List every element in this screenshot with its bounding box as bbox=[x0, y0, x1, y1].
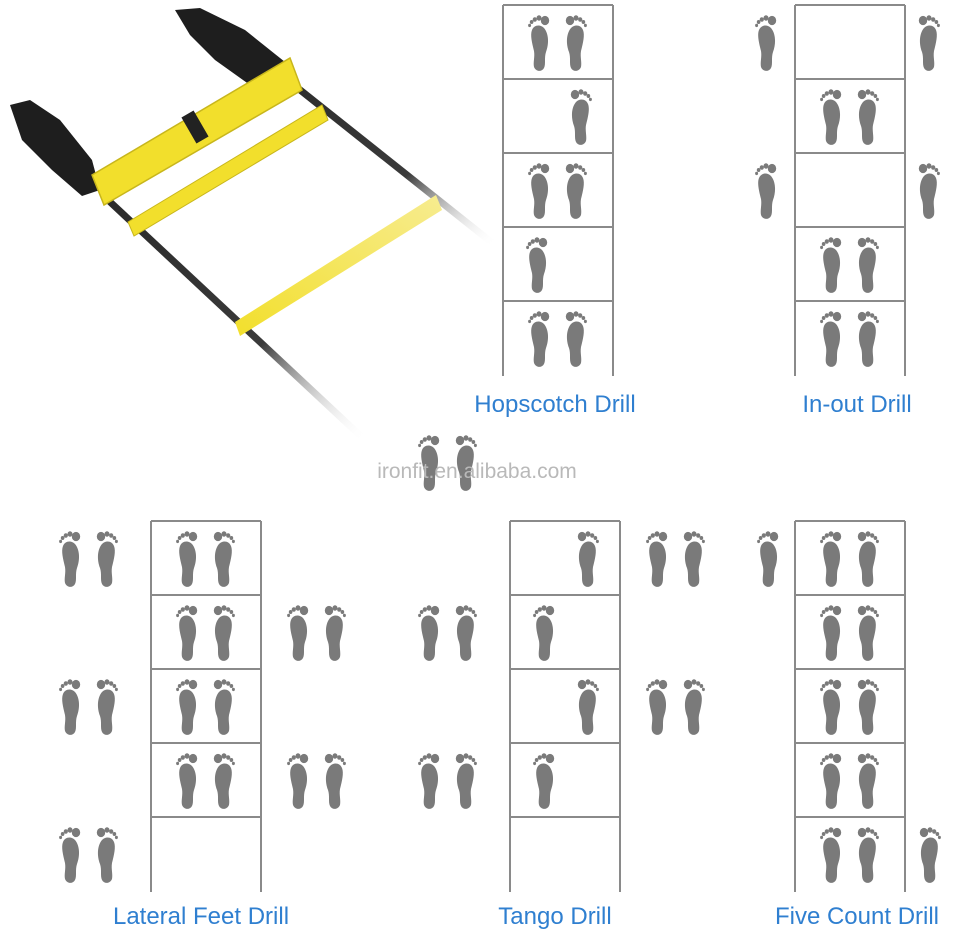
right-foot-icon bbox=[96, 827, 118, 883]
right-foot-icon bbox=[565, 311, 587, 367]
left-foot-icon bbox=[528, 311, 550, 367]
left-foot-icon bbox=[820, 531, 842, 587]
left-foot-icon bbox=[646, 679, 668, 735]
left-foot-icon bbox=[528, 163, 550, 219]
left-foot-icon bbox=[755, 15, 777, 71]
footsteps bbox=[755, 15, 940, 367]
left-foot-icon bbox=[526, 237, 548, 293]
right-foot-icon bbox=[918, 163, 940, 219]
left-foot-icon bbox=[820, 89, 842, 145]
right-foot-icon bbox=[577, 679, 599, 735]
left-foot-icon bbox=[59, 531, 81, 587]
footsteps bbox=[757, 531, 941, 883]
drill-in-out: In-out Drill bbox=[755, 4, 940, 418]
right-foot-icon bbox=[857, 311, 879, 367]
agility-ladder-photo bbox=[10, 8, 498, 443]
right-foot-icon bbox=[96, 531, 118, 587]
ladder-handle-left bbox=[10, 100, 100, 196]
left-foot-icon bbox=[533, 605, 555, 661]
left-foot-icon bbox=[59, 827, 81, 883]
right-foot-icon bbox=[857, 605, 879, 661]
right-foot-icon bbox=[857, 531, 879, 587]
left-foot-icon bbox=[287, 605, 309, 661]
right-foot-icon bbox=[213, 753, 235, 809]
left-foot-icon bbox=[176, 605, 198, 661]
right-foot-icon bbox=[857, 237, 879, 293]
drill-label: Lateral Feet Drill bbox=[113, 903, 289, 930]
ladder-grid bbox=[794, 520, 906, 892]
ladder-grid bbox=[794, 4, 906, 376]
right-foot-icon bbox=[455, 753, 477, 809]
left-foot-icon bbox=[59, 679, 81, 735]
footsteps bbox=[418, 435, 705, 809]
footsteps bbox=[59, 531, 346, 883]
right-foot-icon bbox=[570, 89, 592, 145]
right-foot-icon bbox=[683, 679, 705, 735]
right-foot-icon bbox=[324, 605, 346, 661]
left-foot-icon bbox=[820, 311, 842, 367]
right-foot-icon bbox=[324, 753, 346, 809]
right-foot-icon bbox=[565, 163, 587, 219]
left-foot-icon bbox=[820, 753, 842, 809]
drill-label: Tango Drill bbox=[498, 903, 611, 930]
drill-lateral-feet: Lateral Feet Drill bbox=[59, 520, 346, 930]
drill-tango: Tango Drill bbox=[418, 435, 705, 930]
left-foot-icon bbox=[176, 531, 198, 587]
ladder-grid bbox=[509, 520, 621, 892]
ladder-strap-left bbox=[105, 197, 368, 443]
left-foot-icon bbox=[820, 679, 842, 735]
right-foot-icon bbox=[577, 531, 599, 587]
drill-five-count: Five Count Drill bbox=[757, 520, 941, 930]
right-foot-icon bbox=[96, 679, 118, 735]
left-foot-icon bbox=[646, 531, 668, 587]
ladder-rung bbox=[127, 104, 329, 237]
right-foot-icon bbox=[857, 89, 879, 145]
right-foot-icon bbox=[857, 827, 879, 883]
watermark: ironfit.en.alibaba.com bbox=[377, 460, 577, 483]
left-foot-icon bbox=[176, 679, 198, 735]
ladder-grid bbox=[150, 520, 262, 892]
right-foot-icon bbox=[213, 605, 235, 661]
drill-label: Five Count Drill bbox=[775, 903, 939, 930]
drill-label: Hopscotch Drill bbox=[474, 391, 635, 418]
right-foot-icon bbox=[683, 531, 705, 587]
right-foot-icon bbox=[919, 827, 941, 883]
left-foot-icon bbox=[820, 237, 842, 293]
left-foot-icon bbox=[418, 605, 440, 661]
right-foot-icon bbox=[213, 679, 235, 735]
left-foot-icon bbox=[533, 753, 555, 809]
right-foot-icon bbox=[565, 15, 587, 71]
drill-label: In-out Drill bbox=[802, 391, 911, 418]
ladder-band bbox=[181, 110, 209, 144]
ladder-strap-right bbox=[272, 67, 498, 248]
left-foot-icon bbox=[757, 531, 779, 587]
left-foot-icon bbox=[820, 605, 842, 661]
left-foot-icon bbox=[755, 163, 777, 219]
right-foot-icon bbox=[918, 15, 940, 71]
right-foot-icon bbox=[857, 753, 879, 809]
left-foot-icon bbox=[820, 827, 842, 883]
drill-hopscotch: Hopscotch Drill bbox=[474, 4, 636, 418]
right-foot-icon bbox=[857, 679, 879, 735]
ladder-grid bbox=[502, 4, 614, 376]
left-foot-icon bbox=[418, 753, 440, 809]
left-foot-icon bbox=[528, 15, 550, 71]
left-foot-icon bbox=[176, 753, 198, 809]
ladder-rung bbox=[235, 195, 442, 336]
left-foot-icon bbox=[287, 753, 309, 809]
ladder-handle-top bbox=[175, 8, 285, 85]
right-foot-icon bbox=[213, 531, 235, 587]
footsteps bbox=[526, 15, 592, 367]
right-foot-icon bbox=[455, 605, 477, 661]
